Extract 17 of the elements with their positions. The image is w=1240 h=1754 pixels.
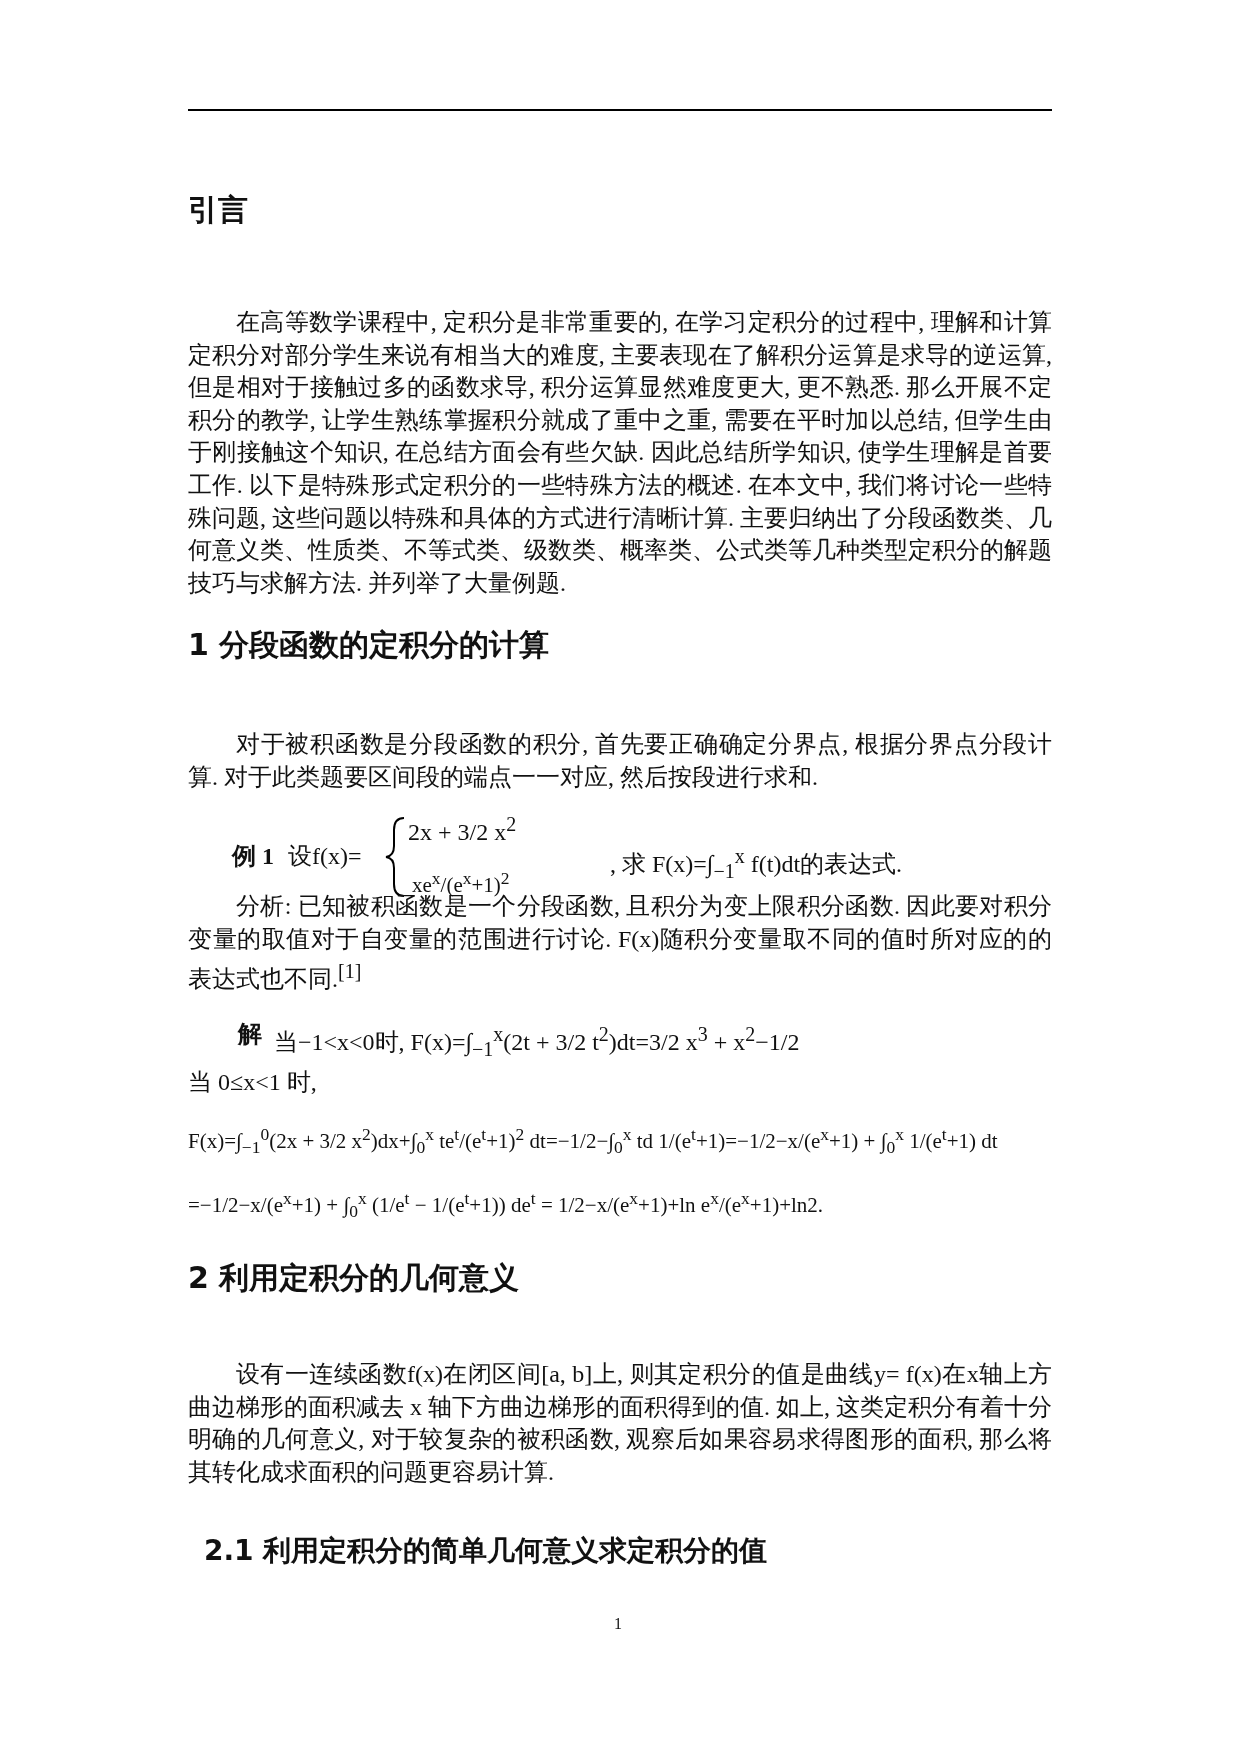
- formula: 设f(x)=: [288, 842, 362, 871]
- section-heading: 1 分段函数的定积分的计算: [188, 626, 550, 664]
- page-number: 1: [614, 1614, 622, 1634]
- paragraph: 对于被积函数是分段函数的积分, 首先要正确确定分界点, 根据分界点分段计算. 对于此类题要区间段的端点一一对应, 然后按段进行求和.: [188, 730, 1052, 792]
- formula: 当−1<x<0时, F(x)=∫$_{−1}$$^{x}$(2t + 3/2 t$^{2}$)dt=3/2 x$^{3}$ + x$^{2}$−1/2: [274, 1022, 800, 1062]
- example-label: 例 1: [232, 842, 274, 871]
- formula: =−1/2−x/(e$^{x}$+1) + ∫$_{0}$$^{x}$ (1/e$^{t}$ − 1/(e$^{t}$+1)) de$^{t}$ = 1/2−x/(e$^{x}$+1)+ln e$^{x}$/(e$^{x}$+1)+ln2.: [188, 1187, 824, 1224]
- heading: 引言: [188, 191, 248, 229]
- formula: 当 0≤x<1 时,: [188, 1068, 317, 1097]
- formula: F(x)=∫$_{−1}$$^{0}$(2x + 3/2 x$^{2}$)dx+∫$_{0}$$^{x}$ te$^{t}$/(e$^{t}$+1)$^{2}$ dt=−1/2−∫$_{0}$$^{x}$ td 1/(e$^{t}$+1)=−1/2−x/(e$^{x}$+1) + ∫$_{0}$$^{x}$ 1/(e$^{t}$+1) dt: [188, 1123, 998, 1160]
- section-heading: 2.1 利用定积分的简单几何意义求定积分的值: [204, 1533, 768, 1569]
- formula: , 求 F(x)=∫$_{−1}$$^{x}$ f(t)dt的表达式.: [610, 844, 903, 884]
- paragraph: 设有一连续函数f(x)在闭区间[a, b]上, 则其定积分的值是曲线y= f(x)在x轴上方曲边梯形的面积减去 x 轴下方曲边梯形的面积得到的值. 如上, 这类定积分有着十分明确的几何意义, 对于较复杂的被积函数, 观察后如果容易求得图形的面积, 那么将其转化成求面积的问题更容易计算.: [188, 1360, 1052, 1487]
- section-heading: 2 利用定积分的几何意义: [188, 1259, 520, 1297]
- solution-label: 解: [238, 1020, 262, 1049]
- paragraph: 在高等数学课程中, 定积分是非常重要的, 在学习定积分的过程中, 理解和计算定积分对部分学生来说有相当大的难度, 主要表现在了解积分运算是求导的逆运算, 但是相对于接触过多的函数求导, 积分运算显然难度更大, 更不熟悉. 那么开展不定积分的教学, 让学生熟练掌握积分就成了重中之重, 需要在平时加以总结, 但学生由于刚接触这个知识, 在总结方面会有些欠缺. 因此总结所学知识, 使学生理解是首要工作. 以下是特殊形式定积分的一些特殊方法的概述. 在本文中, 我们将讨论一些特殊问题, 这些问题以特殊和具体的方式进行清晰计算. 主要归纳出了分段函数类、几何意义类、性质类、不等式类、级数类、概率类、公式类等几种类型定积分的解题技巧与求解方法. 并列举了大量例题.: [188, 308, 1052, 598]
- formula: 2x + 3/2 x$^{2}$: [408, 812, 517, 847]
